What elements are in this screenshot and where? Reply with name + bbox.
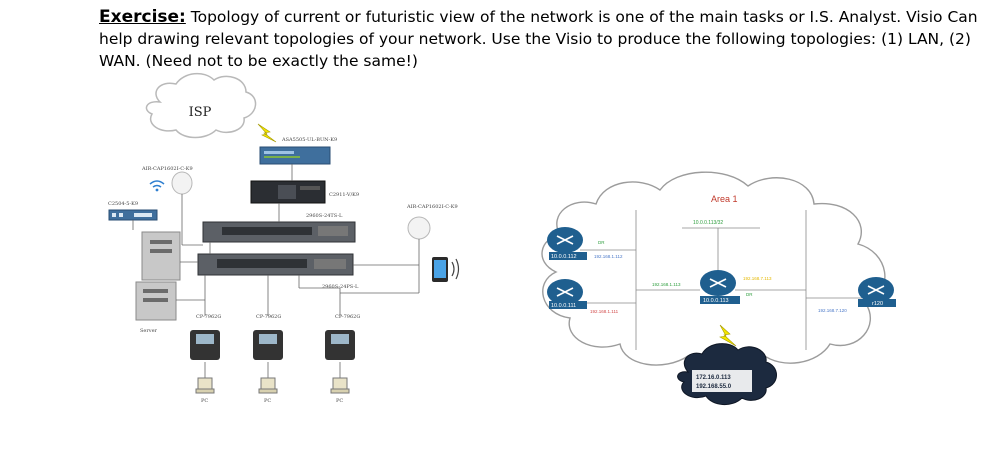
r2-ip: 192.168.1.111: [590, 309, 619, 314]
asa-label: ASA5505-UL-BUN-K9: [281, 137, 337, 143]
r3-ip-left: 192.168.1.113: [652, 282, 681, 287]
switch-top-label: 2960S-24TS-L: [306, 213, 343, 219]
pc-1-label: PC: [201, 398, 208, 404]
r2-label: 10.0.0.111: [551, 303, 576, 309]
switch-bottom-label: 2960S-24PS-L: [322, 284, 359, 290]
ip-phone-3-icon: [325, 330, 355, 360]
dr-top: DR: [598, 240, 605, 245]
c2504-controller: [108, 209, 158, 221]
pc-2-icon: [258, 377, 278, 394]
wifi-icon: [149, 180, 165, 188]
pcs: PC PC PC: [195, 377, 350, 404]
switch-2960s-24ps: [197, 253, 354, 276]
area-label: Area 1: [711, 194, 738, 204]
mobile-phone-icon: [432, 257, 460, 282]
ap-right-device: [407, 216, 431, 240]
server-top: [141, 231, 181, 281]
wan-cloud-line1: 172.16.0.113: [696, 375, 731, 381]
wan-lightning-icon: [719, 324, 737, 347]
phone-3-label: CP-7962G: [335, 314, 360, 320]
r1-label: 10.0.0.112: [551, 254, 577, 260]
pc-3-label: PC: [336, 398, 343, 404]
r4-label: r120: [872, 301, 883, 307]
exercise-text: Exercise: Topology of current or futuris…: [99, 6, 979, 72]
ap-left-label: AIR-CAP1602I-C-K9: [141, 166, 193, 172]
r3-ip-right: 192.168.7.113: [743, 276, 772, 281]
ip-phones: CP-7962G CP-7962G CP-7962G: [190, 314, 360, 360]
phone-1-label: CP-7962G: [196, 314, 221, 320]
top-net-label: 10.0.0.113/32: [693, 220, 723, 226]
router-2-icon: [547, 279, 587, 309]
r3-label: 10.0.0.113: [703, 298, 729, 304]
isp-lightning-icon: [257, 123, 277, 143]
c2504-label: C2504-5-K9: [108, 201, 138, 207]
wan-diagram: Area 1 10.0.0.113/32 10.0.0.112 192.168.…: [541, 171, 896, 405]
ap-left-device: [171, 171, 193, 195]
phone-2-label: CP-7962G: [256, 314, 281, 320]
asa-firewall: [259, 146, 331, 165]
server-label: Server: [140, 328, 158, 334]
wan-cloud-line2: 192.168.55.0: [696, 384, 732, 390]
pc-1-icon: [195, 377, 215, 394]
router-3-icon: [700, 270, 740, 304]
lan-links: [132, 164, 420, 378]
isp-cloud: ISP: [145, 72, 257, 139]
router-4-icon: [858, 277, 896, 307]
server-bottom: [135, 281, 177, 321]
exercise-body: Topology of current or futuristic view o…: [99, 8, 978, 70]
router-c2911: [250, 180, 326, 204]
ip-phone-1-icon: [190, 330, 220, 360]
switch-2960s-24ts: [202, 221, 356, 243]
pc-2-label: PC: [264, 398, 271, 404]
ip-phone-2-icon: [253, 330, 283, 360]
r1-ip: 192.168.1.112: [594, 254, 623, 259]
isp-label: ISP: [189, 105, 212, 120]
router-1-icon: [547, 227, 587, 260]
ap-right-label: AIR-CAP1602I-C-K9: [406, 204, 458, 210]
exercise-heading: Exercise:: [99, 7, 186, 27]
router-label: C2911-V/K9: [329, 192, 359, 198]
pc-3-icon: [330, 377, 350, 394]
dr-right: DR: [746, 292, 753, 297]
r4-ip: 192.168.7.120: [818, 308, 847, 313]
